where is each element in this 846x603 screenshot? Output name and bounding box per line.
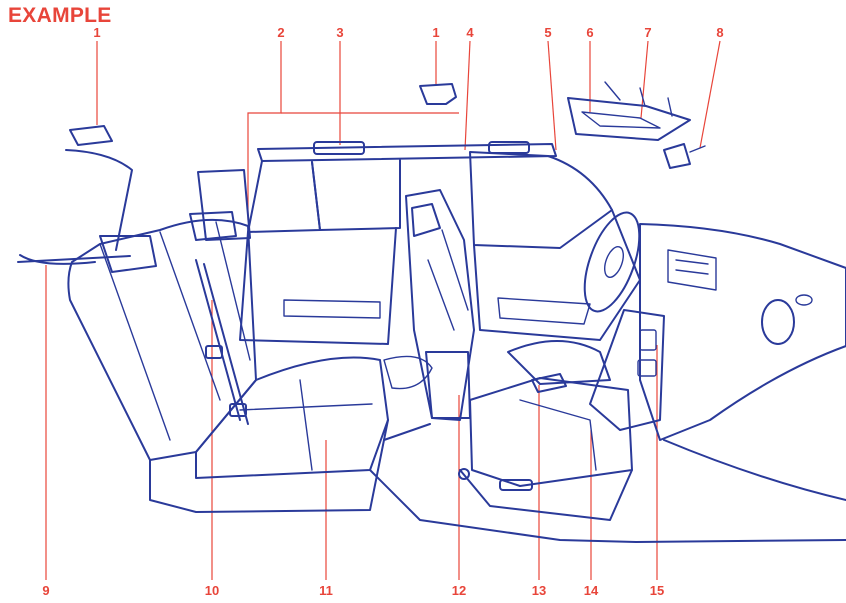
callout-1-right: 1 xyxy=(432,25,440,40)
callout-5: 5 xyxy=(544,25,552,40)
callout-8: 8 xyxy=(716,25,724,40)
callout-1-left: 1 xyxy=(93,25,101,40)
diagram-heading: EXAMPLE xyxy=(8,4,112,27)
callout-12: 12 xyxy=(451,583,467,598)
callout-3: 3 xyxy=(336,25,344,40)
callout-6: 6 xyxy=(586,25,594,40)
callout-11: 11 xyxy=(319,583,333,598)
callout-7: 7 xyxy=(644,25,652,40)
callout-2: 2 xyxy=(277,25,285,40)
callout-4: 4 xyxy=(466,25,474,40)
callout-13: 13 xyxy=(531,583,547,598)
callout-9: 9 xyxy=(42,583,50,598)
callout-10: 10 xyxy=(204,583,220,598)
callout-15: 15 xyxy=(649,583,665,598)
callout-14: 14 xyxy=(583,583,599,598)
interior-outline xyxy=(17,81,846,543)
